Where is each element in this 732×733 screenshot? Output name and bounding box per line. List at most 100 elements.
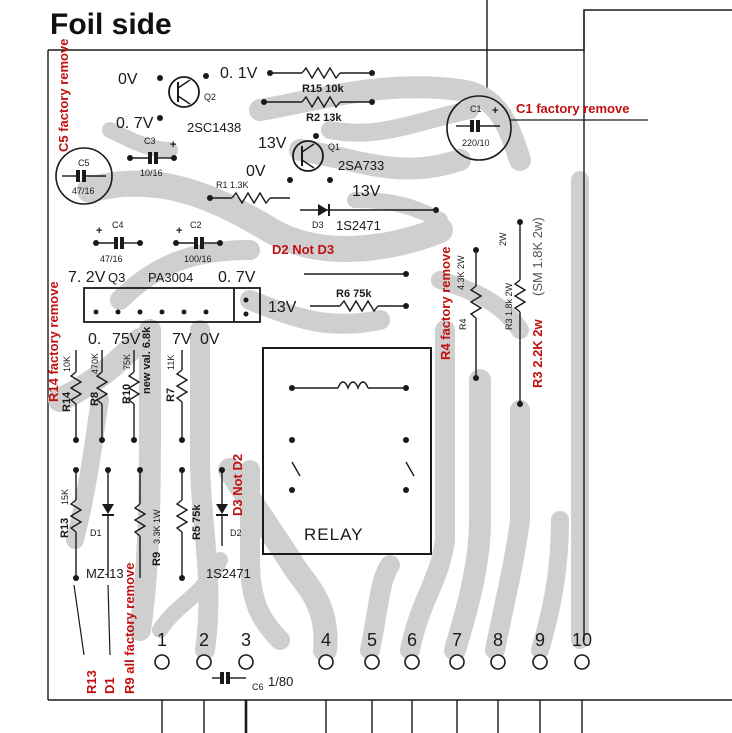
- note-d2-not-d3: D2 Not D3: [272, 242, 334, 257]
- transistor-q2: Q2 2SC1438: [157, 73, 241, 135]
- connector-pad-4: [318, 654, 334, 670]
- c3-ref: C3: [144, 136, 156, 146]
- r8-ref: R8: [89, 392, 101, 406]
- c3-polarity-plus: +: [170, 139, 176, 151]
- note-r4-remove: R4 factory remove: [438, 247, 453, 360]
- voltage-mid-13v: 13V: [352, 183, 381, 200]
- r14-ref: R14: [61, 391, 73, 412]
- ic-pa3004: Q3 PA3004: [83, 270, 261, 323]
- transistor-q1: Q1 2SA733: [287, 133, 384, 183]
- note-r14-remove: R14 factory remove: [46, 281, 61, 402]
- c1-polarity-plus: +: [492, 105, 498, 117]
- connector-pin-label-6: 6: [407, 630, 417, 650]
- capacitor-c6: C6 1/80: [212, 672, 293, 692]
- r3-side-label: 2W: [498, 232, 508, 246]
- capacitor-c5: C5 47/16: [55, 147, 113, 205]
- c2-polarity-plus: +: [176, 225, 182, 237]
- capacitor-c2: C2 100/16 +: [173, 220, 223, 264]
- r10-ref: R10: [121, 384, 133, 404]
- r9-value: 3.3K 1W: [152, 509, 162, 544]
- r6-label: R6 75k: [336, 288, 372, 300]
- resistor-r9: R9 3.3K 1W: [133, 467, 163, 578]
- d1-part: MZ-13: [86, 566, 124, 581]
- d3-part: 1S2471: [336, 218, 381, 233]
- resistor-r3: R3 1.8k 2W 2W: [498, 219, 527, 407]
- resistor-r14: R14 10K: [61, 350, 83, 443]
- q2-ref: Q2: [204, 92, 216, 102]
- r7-value: 11K: [166, 355, 176, 370]
- note-c1-remove: C1 factory remove: [516, 101, 629, 116]
- connector-pin-label-3: 3: [241, 630, 251, 650]
- note-r3-change: R3 2.2K 2w: [530, 318, 545, 388]
- connector-pad-10: [574, 654, 590, 670]
- resistor-r1: R1 1.3K: [207, 180, 290, 205]
- voltage-q2-left: 0V: [118, 71, 138, 88]
- resistor-r6: R6 75k: [304, 271, 409, 313]
- relay-label: RELAY: [304, 525, 364, 544]
- d1-leader-line: [107, 584, 111, 656]
- connector-pad-6: [404, 654, 420, 670]
- relay: RELAY: [262, 347, 432, 555]
- c3-value: 10/16: [140, 168, 163, 178]
- c2-ref: C2: [190, 220, 202, 230]
- r8-value: 470K: [90, 353, 100, 374]
- capacitor-c3: C3 10/16 +: [127, 136, 177, 178]
- voltage-q2-top: 0. 1V: [220, 65, 258, 82]
- r3-label: R3 1.8k 2W: [504, 282, 514, 330]
- r9-ref: R9: [151, 552, 163, 566]
- diagram-title: Foil side: [50, 8, 172, 41]
- annotations: C5 factory remove C1 factory remove D2 N…: [46, 39, 648, 694]
- diode-d2: D2 1S2471: [206, 467, 251, 581]
- resistor-r4: R4 4.3K 2W: [456, 247, 483, 381]
- q1-ref: Q1: [328, 142, 340, 152]
- resistor-r10: R10 75K new val. 6.8k: [121, 326, 153, 443]
- c1-ref: C1: [470, 104, 482, 114]
- voltage-r6-left: 13V: [268, 299, 297, 316]
- note-r13: R13: [84, 670, 99, 694]
- d1-ref: D1: [90, 528, 102, 538]
- d3-ref: D3: [312, 220, 324, 230]
- capacitor-c1: C1 220/10 +: [446, 95, 512, 161]
- r15-label: R15 10k: [302, 83, 344, 95]
- c4-polarity-plus: +: [96, 225, 102, 237]
- connector-pin-label-1: 1: [157, 630, 167, 650]
- r7-ref: R7: [165, 388, 177, 402]
- ic-pins: [93, 297, 249, 317]
- note-c5-remove: C5 factory remove: [56, 39, 71, 152]
- voltage-q2-bottom: 0. 7V: [116, 115, 154, 132]
- c5-value: 47/16: [72, 186, 95, 196]
- connector-pad-3: [238, 654, 254, 670]
- note-d3-not-d2: D3 Not D2: [230, 454, 245, 516]
- note-r9-remove: R9 all factory remove: [122, 562, 137, 694]
- q3-ref: Q3: [108, 270, 125, 285]
- voltage-lower-3: 7V: [172, 331, 192, 348]
- note-d1: D1: [102, 677, 117, 694]
- r4-value: 4.3K 2W: [456, 255, 466, 290]
- c6-ref: C6: [252, 682, 264, 692]
- copper-traces: [48, 76, 589, 662]
- r13-ref: R13: [59, 518, 71, 538]
- r13-leader-line: [73, 584, 85, 656]
- r14-value: 10K: [62, 356, 72, 372]
- resistor-r7: R7 11K: [165, 350, 189, 443]
- voltage-q3-left: 7. 2V: [68, 269, 106, 286]
- connector-pin-label-4: 4: [321, 630, 331, 650]
- d2-part: 1S2471: [206, 566, 251, 581]
- resistor-r8: R8 470K: [89, 350, 109, 443]
- capacitor-c4: C4 47/16 +: [93, 220, 143, 264]
- r10-new-value: new val. 6.8k: [141, 326, 153, 394]
- c6-value: 1/80: [268, 674, 293, 689]
- voltage-lower-2: 75V: [112, 331, 141, 348]
- connector-pad-9: [532, 654, 548, 670]
- connector-pin-label-10: 10: [572, 630, 592, 650]
- diode-d1: D1 MZ-13: [86, 467, 124, 581]
- q2-part: 2SC1438: [187, 120, 241, 135]
- r10-value: 75K: [122, 354, 132, 370]
- resistor-r13: R13 15K: [59, 467, 83, 581]
- c1-highlight-circle: [446, 95, 512, 161]
- d2-ref: D2: [230, 528, 242, 538]
- c2-value: 100/16: [184, 254, 212, 264]
- voltage-lower-4: 0V: [200, 331, 220, 348]
- c4-ref: C4: [112, 220, 124, 230]
